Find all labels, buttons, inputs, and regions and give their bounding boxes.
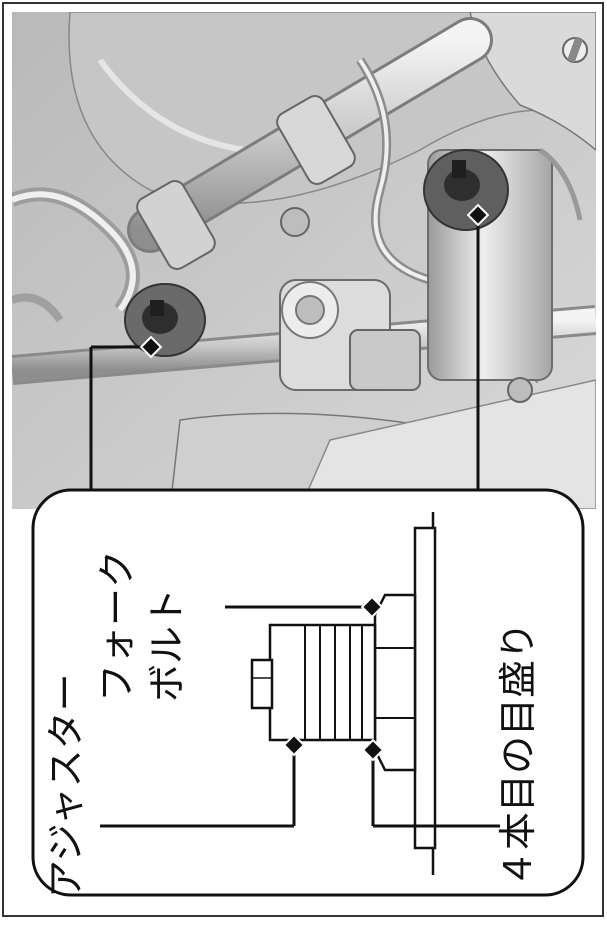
- label-adjuster: アジャスター: [44, 673, 88, 898]
- pointer-right-fork: [466, 203, 490, 227]
- pointer-adjuster: [282, 733, 306, 757]
- pointer-fork-bolt: [360, 595, 384, 619]
- label-fork-bolt-line1: フォーク: [95, 549, 139, 702]
- motorcycle-photo: [12, 12, 596, 509]
- adjuster-detail: [250, 512, 437, 875]
- pointer-fourth-groove: [361, 738, 385, 762]
- label-fourth-groove: ４本目の目盛り: [496, 621, 540, 888]
- label-fork-bolt-line2: ボルト: [145, 587, 189, 702]
- pointer-left-fork: [139, 335, 163, 359]
